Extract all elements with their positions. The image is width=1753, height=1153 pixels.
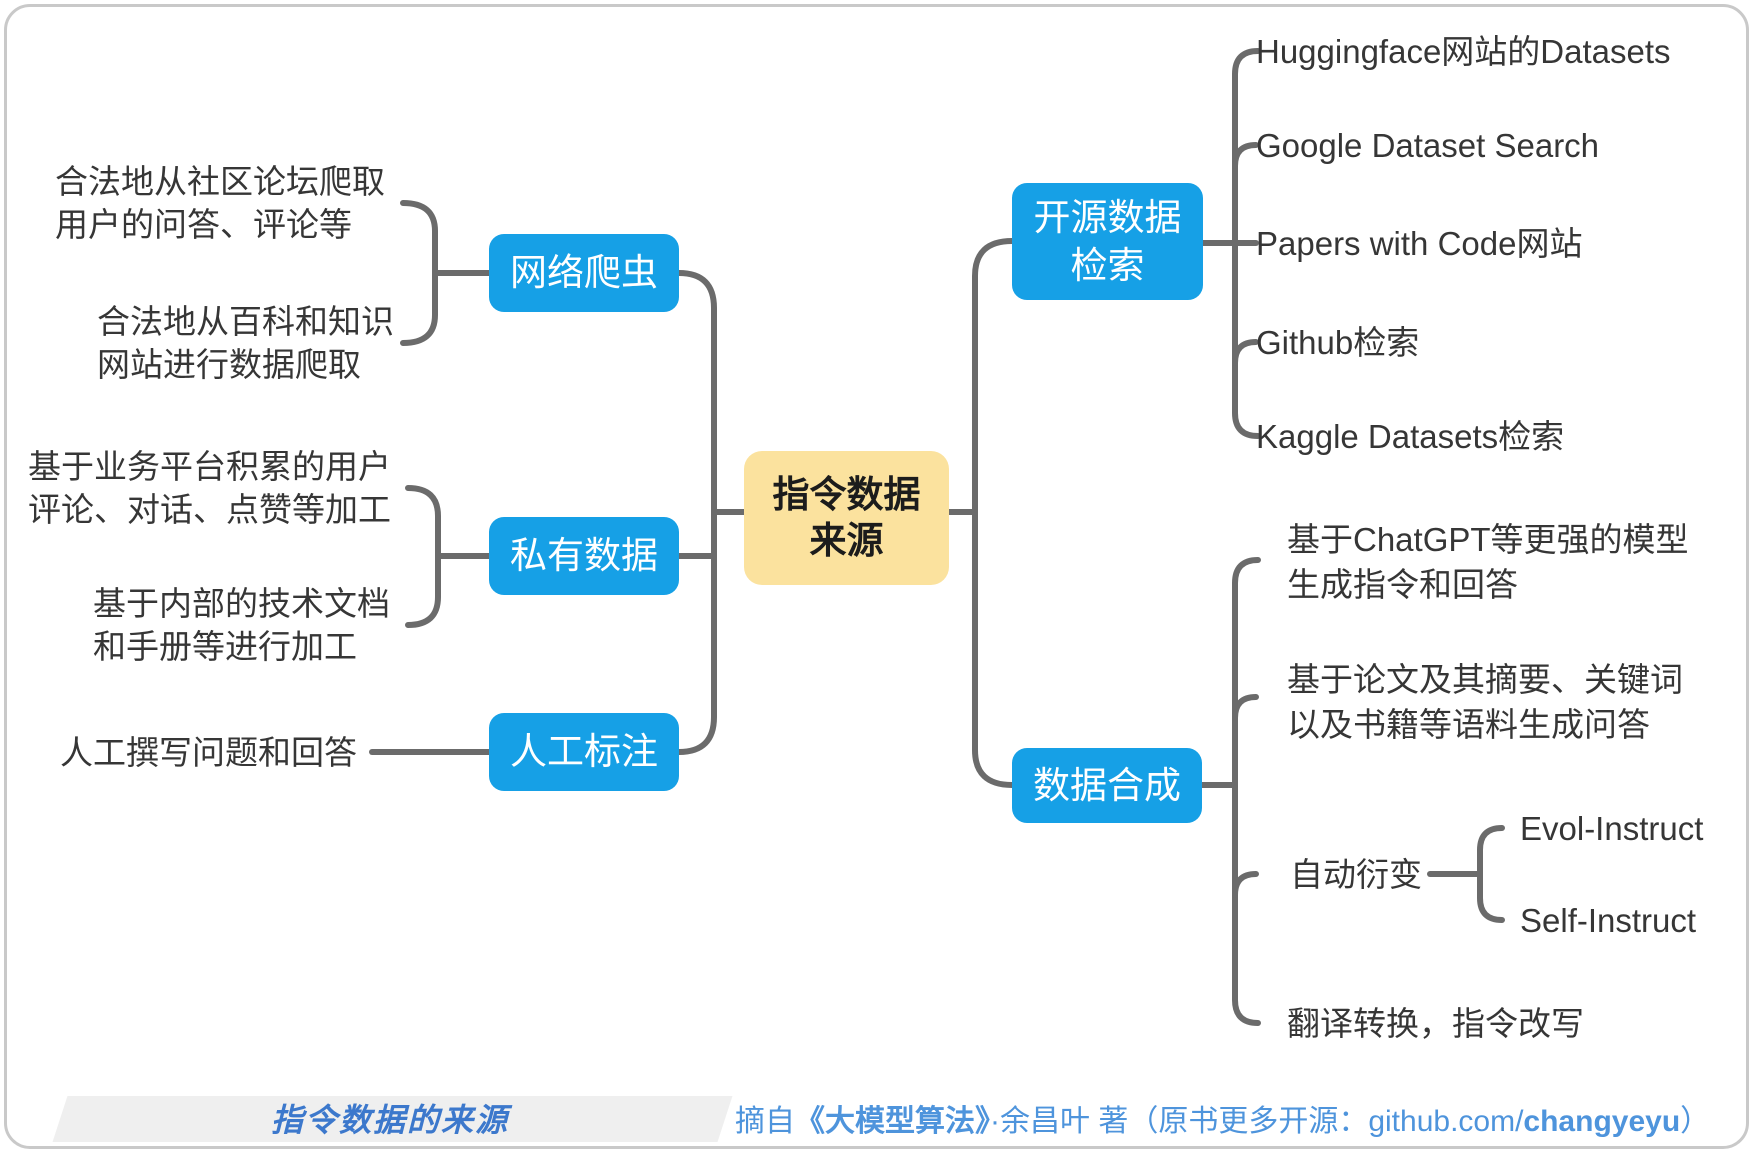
node-manual-annotation: 人工标注 <box>489 713 679 791</box>
leaf-evol-instruct: Evol-Instruct <box>1520 810 1704 847</box>
leaf-business-platform-data: 基于业务平台积累的用户 评论、对话、点赞等加工 <box>28 448 391 528</box>
node-open-source-retrieval: 开源数据 检索 <box>1012 183 1203 300</box>
leaf-papers-books-corpus-qa: 基于论文及其摘要、关键词 以及书籍等语料生成问答 <box>1287 661 1683 743</box>
credit-suffix: ） <box>1680 1105 1711 1138</box>
credit-book-title: 《大模型算法》 <box>795 1105 990 1138</box>
node-private-data: 私有数据 <box>489 517 679 595</box>
leaf-crawl-encyclopedia: 合法地从百科和知识 网站进行数据爬取 <box>97 303 394 383</box>
footer-credit: 摘自《大模型算法》·余昌叶 著（原书更多开源：github.com/changy… <box>735 1104 1710 1140</box>
leaf-chatgpt-generation: 基于ChatGPT等更强的模型 生成指令和回答 <box>1287 521 1689 603</box>
leaf-internal-docs: 基于内部的技术文档 和手册等进行加工 <box>93 585 390 665</box>
node-data-synthesis: 数据合成 <box>1012 748 1202 823</box>
node-web-crawler: 网络爬虫 <box>489 234 679 312</box>
leaf-crawl-forums: 合法地从社区论坛爬取 用户的问答、评论等 <box>55 163 385 243</box>
credit-prefix: 摘自 <box>735 1105 795 1138</box>
center-node-instruction-data-source: 指令数据 来源 <box>744 451 949 585</box>
leaf-kaggle-datasets: Kaggle Datasets检索 <box>1256 418 1565 455</box>
leaf-self-instruct: Self-Instruct <box>1520 902 1697 939</box>
credit-github-account: changyeyu <box>1523 1105 1681 1138</box>
leaf-huggingface-datasets: Huggingface网站的Datasets <box>1256 33 1671 70</box>
leaf-github-search: Github检索 <box>1256 324 1420 361</box>
leaf-google-dataset-search: Google Dataset Search <box>1256 127 1600 164</box>
credit-author: ·余昌叶 著（原书更多开源：github.com/ <box>990 1105 1524 1138</box>
leaf-translation-rewrite: 翻译转换，指令改写 <box>1287 1005 1584 1042</box>
leaf-papers-with-code: Papers with Code网站 <box>1256 225 1583 262</box>
footer-caption: 指令数据的来源 <box>270 1101 509 1139</box>
leaf-auto-evolve: 自动衍变 <box>1290 856 1422 893</box>
leaf-human-written-qa: 人工撰写问题和回答 <box>60 734 357 771</box>
